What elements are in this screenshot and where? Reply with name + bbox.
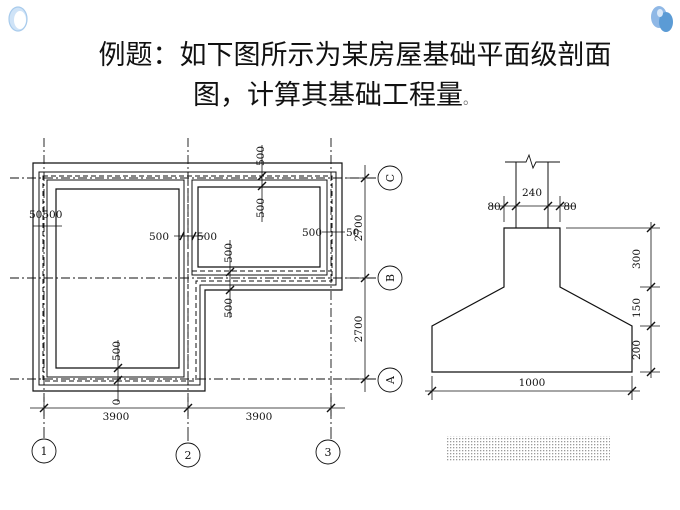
section-bottom-dim xyxy=(425,376,640,400)
section-top-dims xyxy=(490,196,575,222)
dim-right-offset: 80 xyxy=(563,201,576,213)
dim-bottom-vert: 500 xyxy=(111,341,123,361)
dim-mid-right: 500 xyxy=(197,231,217,243)
slide-title: 例题：如下图所示为某房屋基础平面级剖面 图，计算其基础工程量。 xyxy=(0,36,680,120)
room-left-outer xyxy=(46,179,185,378)
dim-height-300: 300 xyxy=(631,249,643,269)
axis-label-B: B xyxy=(384,274,397,282)
dim-height-200: 200 xyxy=(631,340,643,360)
wall-outer-outline xyxy=(38,171,337,386)
title-line-2-text: 图，计算其基础工程量 xyxy=(193,80,463,111)
axis-label-C: C xyxy=(384,174,397,182)
dim-bottom-2-3: 3900 xyxy=(246,411,273,423)
right-dimension xyxy=(345,165,372,392)
dim-base-width: 1000 xyxy=(519,377,546,389)
dim-height-150: 150 xyxy=(631,298,643,318)
dim-mid-left: 500 xyxy=(149,231,169,243)
axis-label-2: 2 xyxy=(185,449,192,462)
title-line-1: 例题：如下图所示为某房屋基础平面级剖面 xyxy=(98,40,612,71)
axis-label-1: 1 xyxy=(41,445,48,458)
dim-step-vert-top: 500 xyxy=(223,243,235,263)
axis-circles xyxy=(31,165,403,468)
dim-bottom-1-2: 3900 xyxy=(103,411,130,423)
axis-label-A: A xyxy=(384,375,397,385)
room-right-inner xyxy=(197,186,321,268)
bubble-icon-left xyxy=(8,6,28,32)
bottom-dimension xyxy=(30,397,345,416)
ground-dotted-fill xyxy=(446,436,610,462)
footing-profile xyxy=(431,227,633,373)
plan-dimension-lines xyxy=(33,145,345,402)
dim-left-offset: 80 xyxy=(487,201,500,213)
room-left-inner xyxy=(55,188,180,369)
dim-right-B-C: 2700 xyxy=(353,215,365,242)
bubble-icon-right xyxy=(651,6,673,32)
title-end-mark: 。 xyxy=(463,92,477,108)
dim-right-A-B: 2700 xyxy=(353,316,365,343)
dim-bottom-zero: 0 xyxy=(111,399,123,406)
dim-step-vert-bottom: 500 xyxy=(223,298,235,318)
section-right-dims xyxy=(566,222,660,378)
room-right-outer xyxy=(191,179,328,276)
dim-room2-right: 500 xyxy=(302,227,322,239)
break-line xyxy=(505,153,560,170)
wall-dashed-outline xyxy=(42,175,333,382)
dim-room2-inner: 500 xyxy=(255,198,267,218)
axis-label-3: 3 xyxy=(325,446,332,459)
dim-top-vertical: 500 xyxy=(255,146,267,166)
dim-left-width: 50500 xyxy=(29,209,62,221)
title-line-2: 图，计算其基础工程量。 xyxy=(0,76,680,120)
dim-wall-240: 240 xyxy=(522,187,542,199)
foundation-outer-outline xyxy=(32,162,343,392)
dim-right-cut: 50 xyxy=(346,227,359,239)
